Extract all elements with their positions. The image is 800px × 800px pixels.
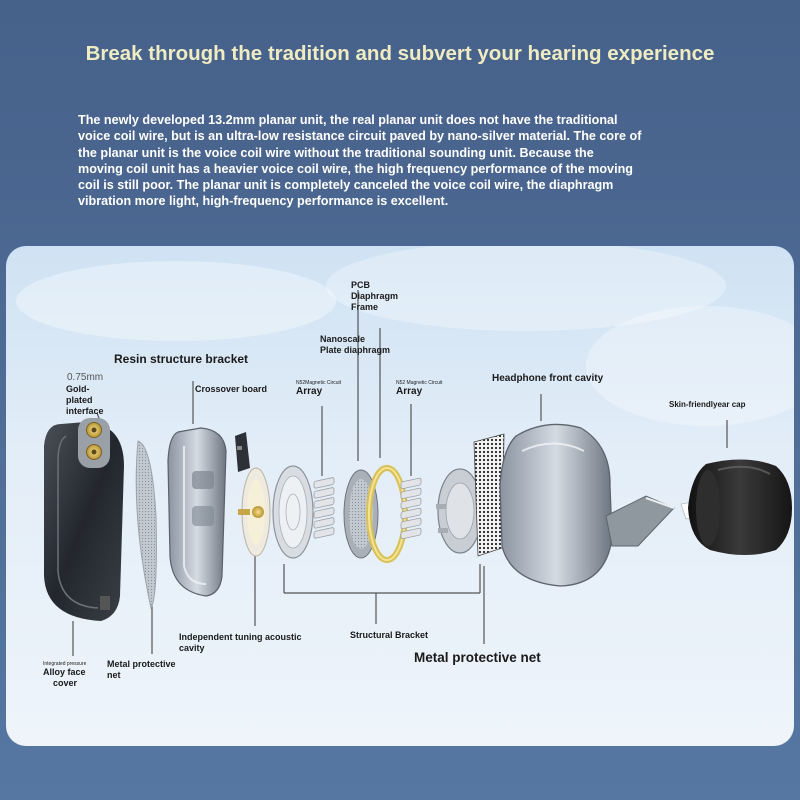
metal-net-mesh-shape (473, 433, 505, 557)
leader-lines (72, 290, 728, 656)
label-metal-net-small: Metal protective net (107, 659, 176, 681)
crossover-chip (237, 446, 242, 450)
magnet-array-right-shape (400, 477, 422, 540)
label-alloy-cover: Integrated pressure Alloy face cover (43, 661, 86, 689)
label-pcb-frame: PCB Diaphragm Frame (351, 280, 398, 313)
label-nanoscale-diaphragm: Nanoscale Plate diaphragm (320, 334, 390, 356)
label-tuning-cavity: Independent tuning acoustic cavity (179, 632, 302, 654)
label-metal-net-large: Metal protective net (414, 650, 541, 665)
crossover-board-shape (235, 432, 250, 472)
front-cavity-shape (499, 423, 675, 587)
magnet-array-left-shape (313, 477, 335, 539)
label-line: interface (66, 406, 104, 416)
label-pin-size: 0.75mm (67, 372, 104, 383)
cloud-shape (586, 306, 794, 426)
label-line: cover (53, 678, 78, 688)
cloud-shape (16, 261, 336, 341)
label-line: Alloy face (43, 667, 86, 677)
label-line: Frame (351, 302, 379, 312)
intro-line: voice coil wire, but is an ultra-low res… (78, 129, 642, 144)
label-gold-interface: Gold- plated interface (66, 384, 104, 417)
label-line: Independent tuning acoustic (179, 632, 302, 642)
metal-net-left-shape (135, 440, 157, 610)
intro-line: moving coil unit has a heavier voice coi… (78, 161, 633, 176)
label-line: Plate diaphragm (320, 345, 391, 355)
label-line: Nanoscale (320, 334, 366, 344)
label-crossover-board: Crossover board (195, 384, 268, 394)
ear-cap-shape (688, 459, 792, 555)
label-line: cavity (179, 643, 205, 653)
label-line: Array (296, 386, 323, 397)
intro-line: vibration more light, high-frequency per… (78, 194, 449, 209)
exploded-view-panel: PCB Diaphragm Frame Nanoscale Plate diap… (6, 246, 794, 746)
label-front-cavity: Headphone front cavity (492, 373, 604, 384)
cloud-shape (326, 246, 726, 331)
label-magnet-right: N52 Magnetic Circuit Array (396, 380, 442, 398)
label-line: Gold- (66, 384, 90, 394)
structural-bracket-shape (436, 468, 483, 554)
label-line: N52 Magnetic Circuit (396, 380, 443, 386)
headline: Break through the tradition and subvert … (85, 42, 715, 65)
label-resin-bracket: Resin structure bracket (114, 352, 249, 366)
resin-bracket-shape (167, 427, 227, 597)
label-ear-cap: Skin-friendlyear cap (669, 400, 746, 409)
intro-paragraph: The newly developed 13.2mm planar unit, … (78, 112, 728, 210)
intro-line: The newly developed 13.2mm planar unit, … (78, 113, 618, 127)
label-line: PCB (351, 280, 371, 290)
label-line: Integrated pressure (43, 661, 87, 667)
label-line: Diaphragm (351, 291, 399, 301)
label-line: net (107, 670, 121, 680)
exploded-view-illustration (16, 246, 794, 656)
intro-line: coil is still poor. The planar unit is c… (78, 178, 614, 193)
tuning-cavity-shape (238, 467, 271, 557)
label-line: Array (396, 386, 423, 397)
label-magnet-left: N52Magnetic Circuit Array (296, 380, 341, 398)
label-line: N52Magnetic Circuit (296, 380, 342, 386)
label-line: Metal protective (107, 659, 176, 669)
label-structural-bracket: Structural Bracket (350, 630, 429, 640)
clear-disc-shape (272, 465, 314, 559)
intro-line: the planar unit is the voice coil wire w… (78, 145, 594, 160)
label-line: plated (66, 395, 93, 405)
alloy-face-cover-shape (44, 418, 124, 621)
